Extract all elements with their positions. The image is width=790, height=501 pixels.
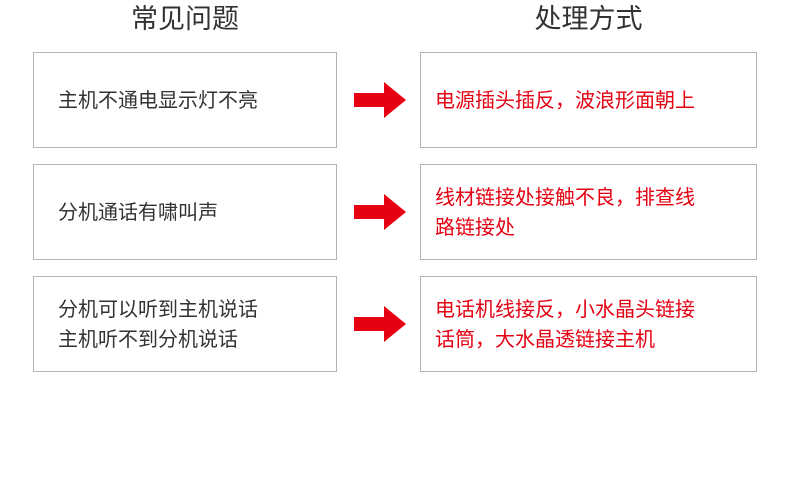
problem-text-2-line-1: 分机通话有啸叫声 xyxy=(58,200,218,224)
problem-box-3: 分机可以听到主机说话 主机听不到分机说话 xyxy=(33,276,337,372)
solution-box-2: 线材链接处接触不良，排查线 路链接处 xyxy=(420,164,757,260)
solution-text-3-line-1: 电话机线接反，小水晶头链接 xyxy=(435,297,695,321)
solution-text-3-line-2: 话筒，大水晶透链接主机 xyxy=(435,327,655,351)
right-arrow-icon xyxy=(354,82,406,118)
right-arrow-icon xyxy=(354,194,406,230)
problem-box-1: 主机不通电显示灯不亮 xyxy=(33,52,337,148)
problem-text-1-line-1: 主机不通电显示灯不亮 xyxy=(58,88,258,112)
solution-text-2-line-1: 线材链接处接触不良，排查线 xyxy=(435,185,695,209)
solution-text-2-line-2: 路链接处 xyxy=(435,215,515,239)
solution-box-3: 电话机线接反，小水晶头链接 话筒，大水晶透链接主机 xyxy=(420,276,757,372)
problem-column-header: 常见问题 xyxy=(131,4,239,35)
problem-box-2: 分机通话有啸叫声 xyxy=(33,164,337,260)
right-arrow-icon xyxy=(354,306,406,342)
problem-text-3-line-2: 主机听不到分机说话 xyxy=(58,327,238,351)
solution-text-1-line-1: 电源插头插反，波浪形面朝上 xyxy=(435,88,695,112)
solution-box-1: 电源插头插反，波浪形面朝上 xyxy=(420,52,757,148)
problem-text-3-line-1: 分机可以听到主机说话 xyxy=(58,297,258,321)
solution-column-header: 处理方式 xyxy=(534,4,643,35)
